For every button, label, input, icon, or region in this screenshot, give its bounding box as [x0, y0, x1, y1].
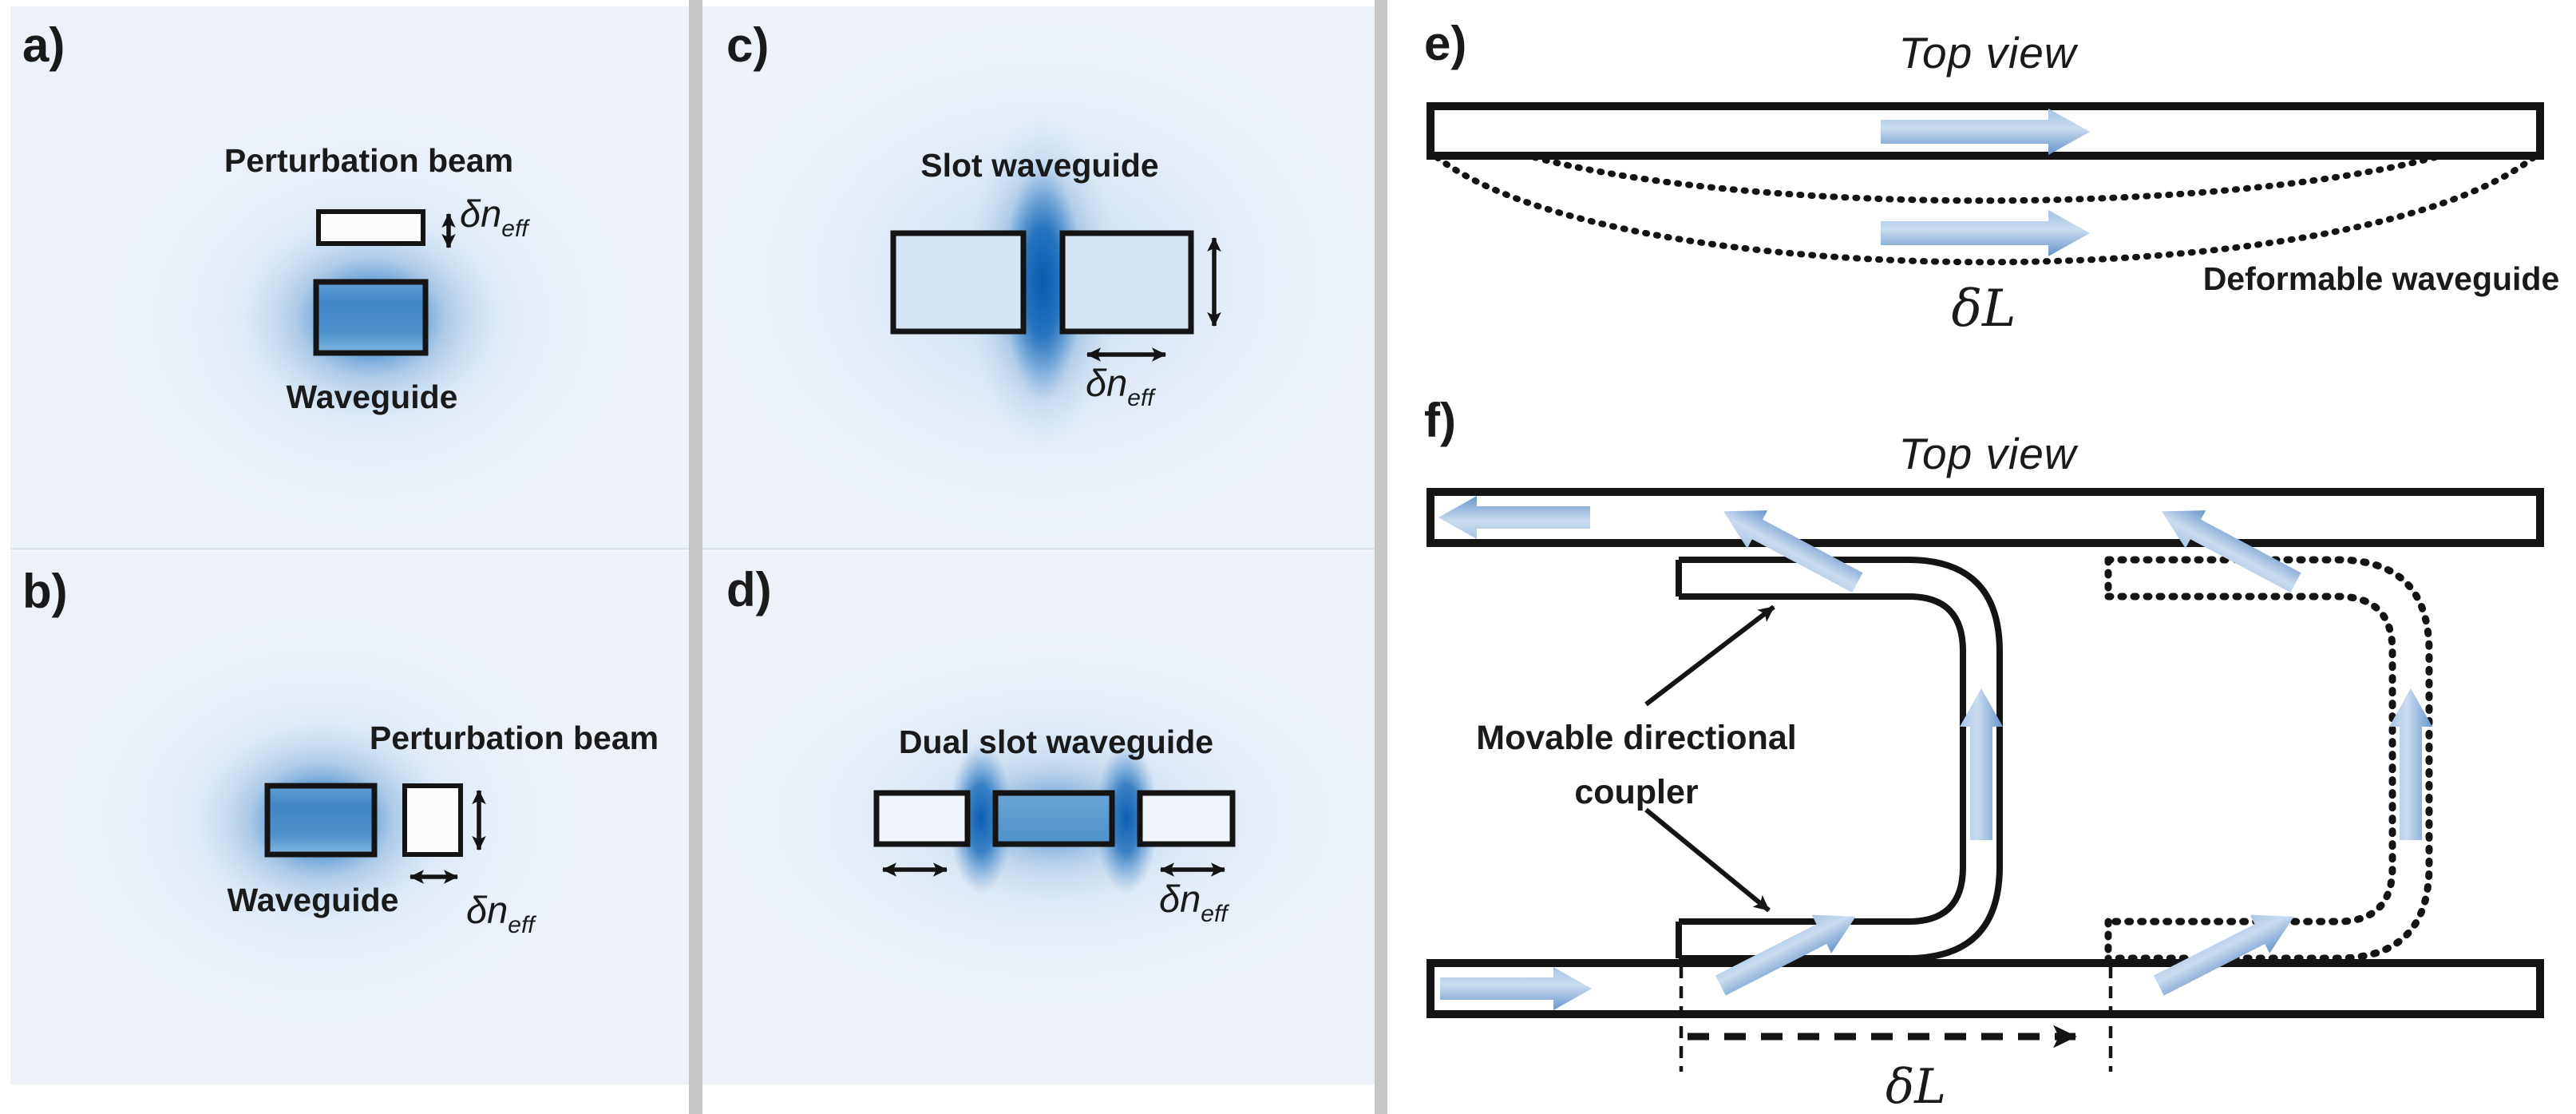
delta-l-label-e: δL	[1951, 279, 2016, 339]
slot-glow-right-d	[1094, 743, 1158, 894]
movable-coupler-solid	[1676, 557, 2003, 961]
waveguide-label-b: Waveguide	[227, 882, 399, 918]
perturbation-beam-b	[402, 783, 463, 857]
movable-coupler-label-line2: coupler	[1574, 773, 1699, 811]
panel-letter-e: e)	[1424, 17, 1467, 70]
perturbation-beam-label-b: Perturbation beam	[369, 720, 659, 756]
deformed-waveguide-top-edge	[1438, 117, 2532, 204]
panel-letter-b: b)	[22, 565, 68, 618]
waveguide-label-a: Waveguide	[286, 379, 458, 415]
slot-waveguide-title: Slot waveguide	[920, 147, 1159, 184]
vertical-divider-left	[689, 0, 702, 1114]
delta-n-eff-label-c: δneff	[1086, 362, 1154, 411]
perturbation-beam-label-a: Perturbation beam	[224, 142, 514, 179]
dual-slot-core	[992, 790, 1115, 847]
bus-waveguide-top	[1426, 488, 2544, 547]
delta-n-eff-label-b: δneff	[466, 889, 535, 938]
dual-slot-rail-left	[873, 790, 971, 847]
flow-arrow-icon	[1960, 688, 2003, 840]
panel-letter-c: c)	[726, 18, 770, 72]
slot-rail-left-c	[890, 230, 1027, 335]
slot-glow-c	[1004, 162, 1081, 402]
panel-letter-f: f)	[1424, 394, 1456, 447]
deformable-waveguide-label: Deformable waveguide	[2202, 260, 2560, 297]
flow-arrow-icon	[1881, 210, 2090, 256]
delta-l-label-f: δL	[1886, 1059, 1946, 1114]
movable-coupler-label: Movable directional coupler	[1459, 711, 1814, 819]
movable-coupler-displaced	[2104, 556, 2433, 962]
panel-letter-d: d)	[726, 563, 772, 616]
dual-slot-waveguide-title: Dual slot waveguide	[898, 724, 1214, 760]
bus-waveguide-bottom	[1426, 959, 2544, 1018]
pointer-arrow-icon	[1644, 807, 1771, 913]
perturbation-beam-a	[316, 209, 425, 246]
slot-glow-left-d	[949, 743, 1013, 894]
top-view-title-f: Top view	[1898, 429, 2077, 478]
waveguide-core-b	[264, 783, 378, 858]
pointer-arrow-icon	[1644, 605, 1775, 707]
top-view-title-e: Top view	[1898, 28, 2077, 77]
slot-rail-right-c	[1059, 230, 1194, 335]
delta-n-eff-label-d: δneff	[1159, 878, 1228, 927]
waveguide-core-a	[313, 279, 429, 356]
dual-slot-rail-right	[1137, 790, 1236, 847]
deformed-waveguide-bottom-edge	[1434, 154, 2537, 266]
delta-n-eff-label-a: δneff	[460, 192, 528, 242]
movable-coupler-label-line1: Movable directional	[1476, 719, 1797, 757]
panel-letter-a: a)	[22, 18, 65, 72]
